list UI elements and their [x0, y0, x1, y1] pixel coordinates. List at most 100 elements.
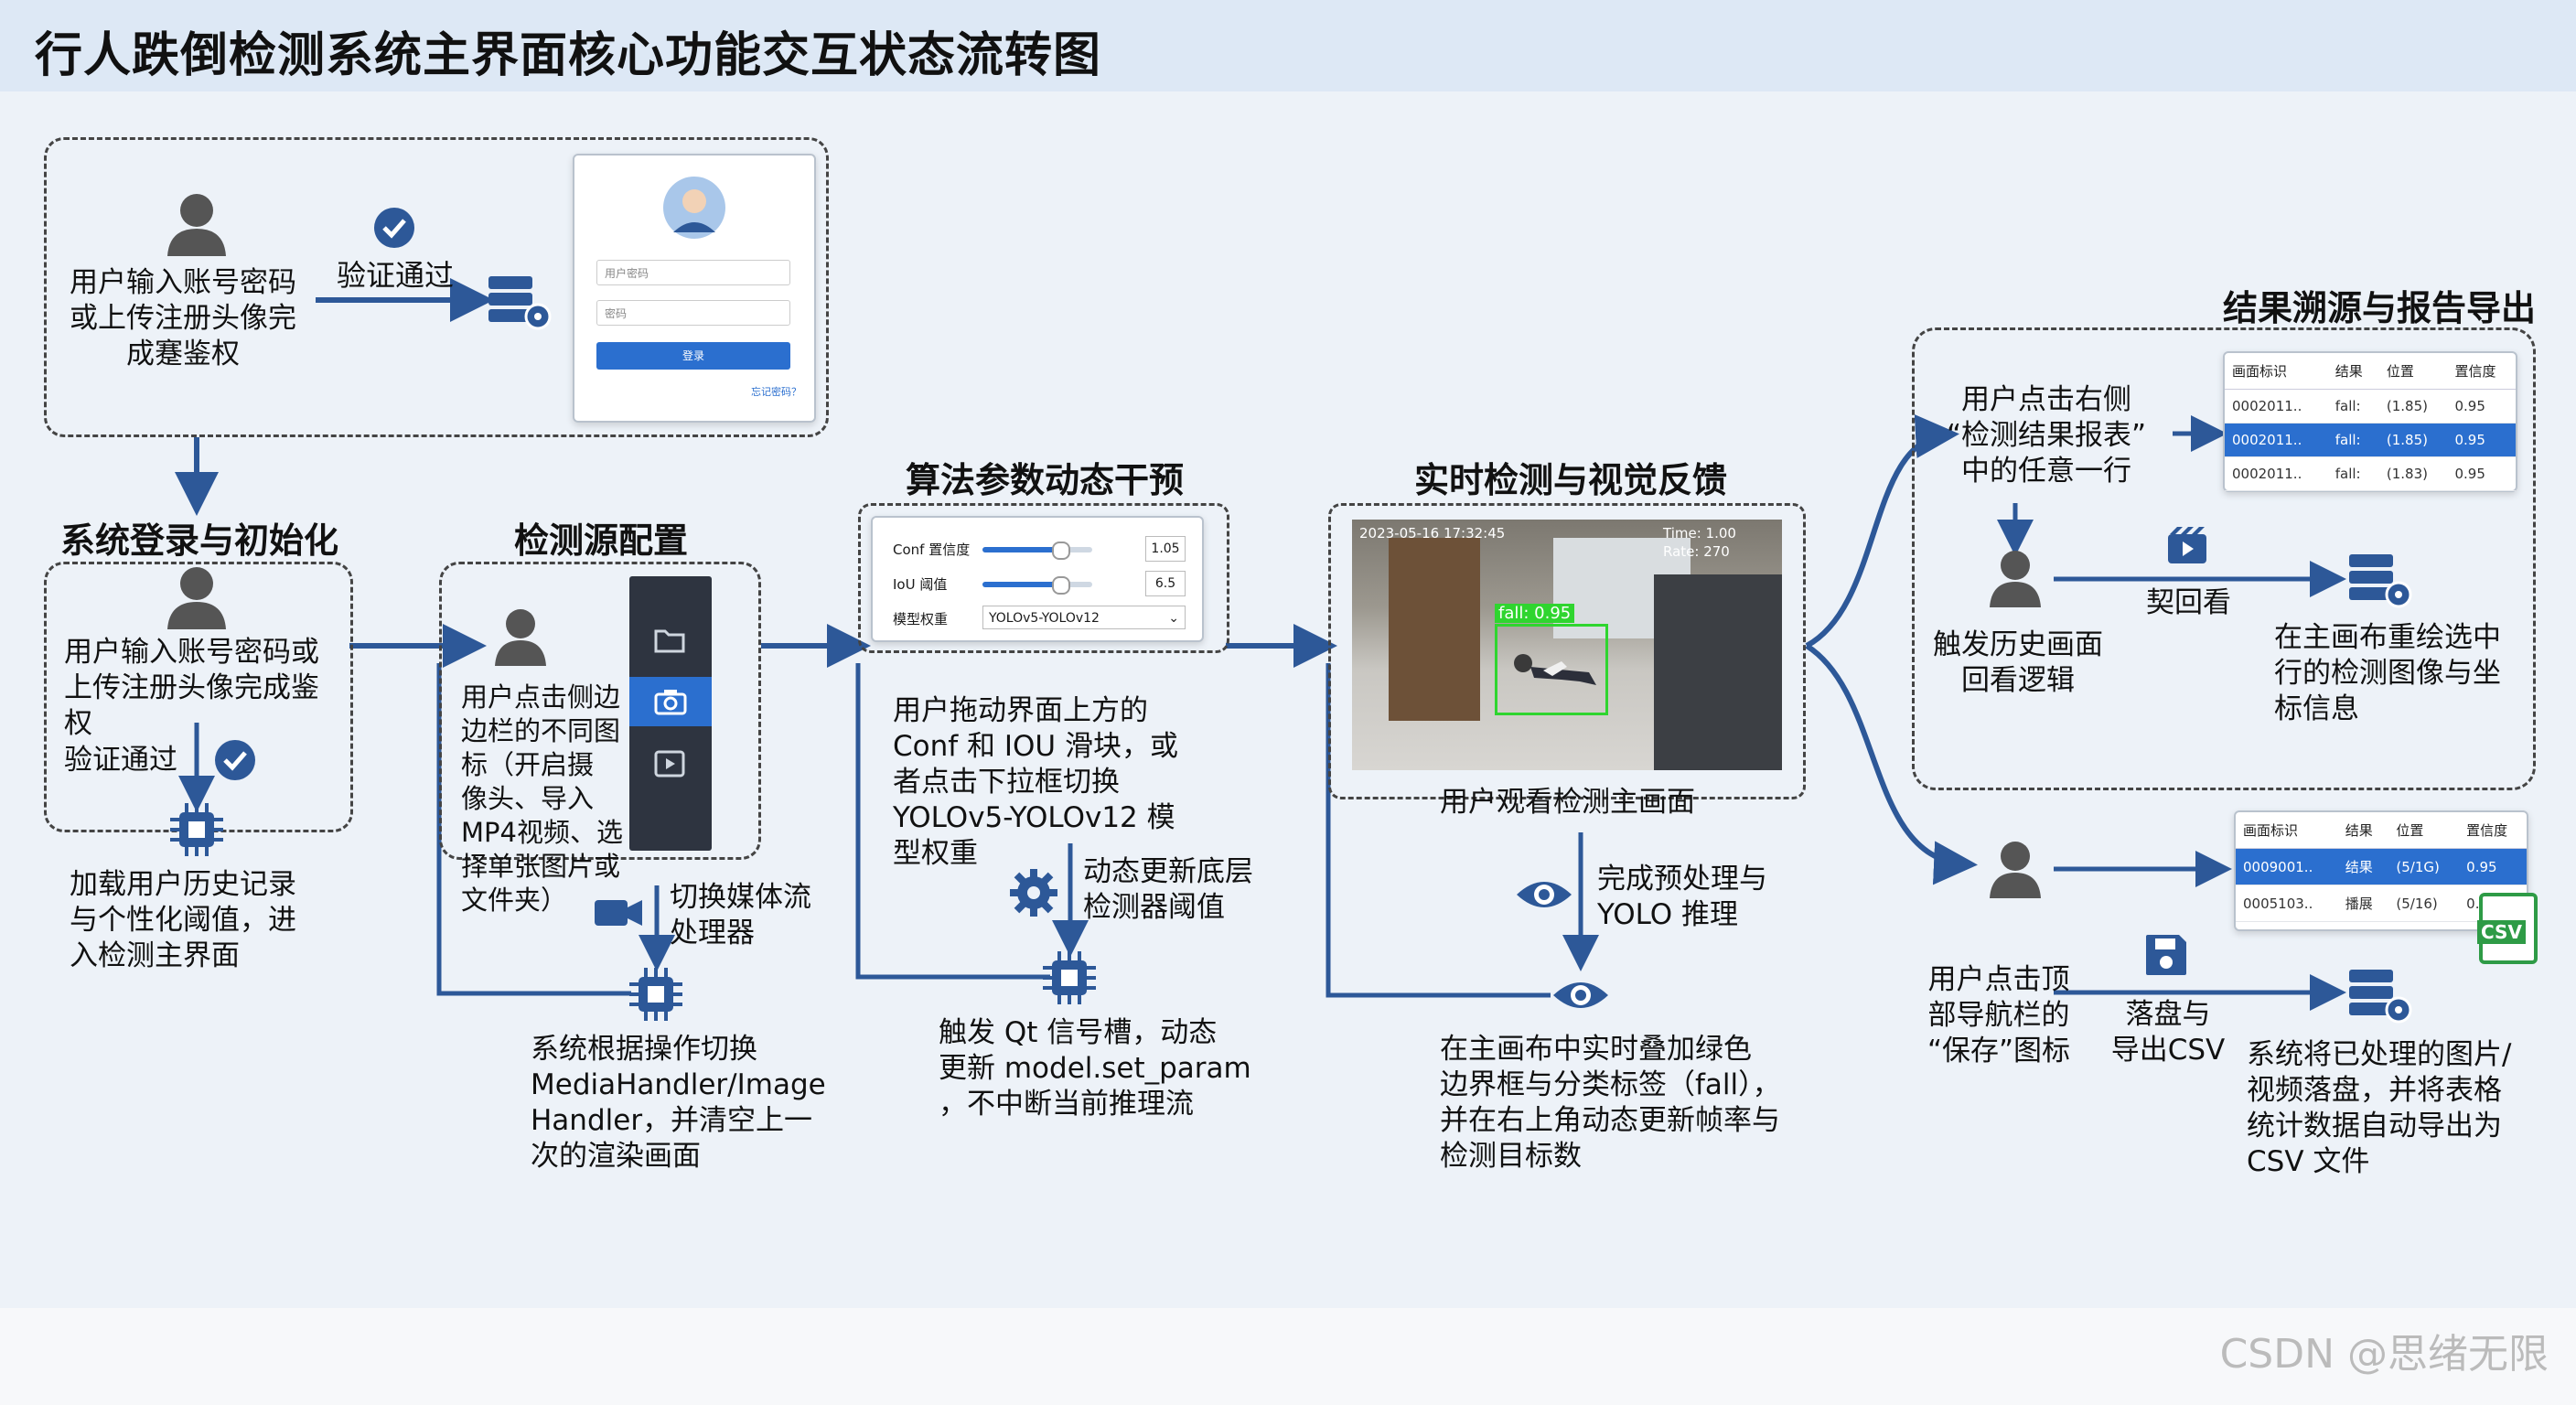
login-button[interactable]: 登录	[596, 342, 790, 370]
username-field[interactable]: 用户密码	[596, 260, 790, 285]
source-text: 用户点击侧边 边栏的不同图 标（开启摄 像头、导入 MP4视频、选 择单张图片或…	[461, 681, 623, 916]
realtime-group	[1328, 503, 1806, 799]
export-header-id: 画面标识	[2236, 812, 2338, 849]
table-cell: fall:	[2327, 456, 2379, 491]
csv-badge: CSV	[2477, 920, 2526, 944]
table-cell: (5/16)	[2388, 885, 2460, 922]
user-icon	[167, 194, 226, 256]
login-check-icon	[215, 740, 255, 780]
title-bar: 行人跌倒检测系统主界面核心功能交互状态流转图	[0, 0, 2576, 91]
cabinet	[1654, 574, 1782, 770]
export-header-result: 结果	[2337, 812, 2389, 849]
table-row-selected[interactable]: 0009001..结果(5/1G)0.95	[2236, 848, 2527, 885]
trace-text: 用户点击右侧 “检测结果报表” 中的任意一行	[1946, 383, 2147, 488]
trace-section-title: 结果溯源与报告导出	[2223, 288, 2537, 328]
watermark: CSDN @思绪无限	[2219, 1331, 2549, 1378]
page-title: 行人跌倒检测系统主界面核心功能交互状态流转图	[35, 28, 1102, 83]
realtime-caption: 用户观看检测主画面	[1440, 786, 1695, 819]
params-group	[858, 503, 1229, 653]
password-field[interactable]: 密码	[596, 300, 790, 326]
detection-box	[1495, 624, 1608, 715]
table-row[interactable]: 0002011..fall:(1.85)0.95	[2225, 389, 2516, 424]
export-table: 画面标识 结果 位置 置信度 0009001..结果(5/1G)0.95 000…	[2234, 810, 2528, 931]
save-label: 落盘与 导出CSV	[2110, 998, 2226, 1067]
table-cell: 0.95	[2447, 423, 2516, 457]
conf-value[interactable]: 1.05	[1145, 536, 1186, 562]
chevron-down-icon: ⌄	[1168, 611, 1179, 626]
table-row[interactable]: 0005103..播展(5/16)0.9	[2236, 885, 2527, 922]
detection-label: fall: 0.95	[1495, 604, 1575, 623]
overlay-time: Time: 1.00	[1663, 525, 1736, 542]
iou-label: IoU 阈值	[893, 576, 948, 593]
realtime-result-text: 在主画布中实时叠加绿色 边界框与分类标签（fall）， 并在右上角动态更新帧率与…	[1440, 1033, 1781, 1173]
table-cell: 播展	[2337, 885, 2389, 922]
source-chip-icon	[629, 968, 682, 1021]
table-row-selected[interactable]: 0002011..fall:(1.85)0.95	[2225, 423, 2516, 457]
password-field-placeholder: 密码	[605, 307, 628, 320]
auth-group	[44, 137, 829, 437]
conf-slider-handle[interactable]	[1052, 542, 1070, 560]
trace-user-icon	[1990, 551, 2041, 607]
auth-text: 用户输入账号密码 或上传注册头像完 成蹇鉴权	[70, 266, 296, 370]
trace-header-result: 结果	[2327, 353, 2379, 390]
trace-header-confidence: 置信度	[2447, 353, 2516, 390]
table-cell: (5/1G)	[2388, 848, 2460, 885]
model-label: 模型权重	[893, 611, 949, 627]
login-load-text: 加载用户历史记录 与个性化阈值，进 入检测主界面	[70, 868, 296, 972]
params-panel: Conf 置信度 1.05 IoU 阈值 6.5 模型权重 YOLOv5-YOL…	[871, 516, 1204, 642]
trace-server-icon	[2349, 554, 2412, 608]
camera-icon	[654, 690, 687, 715]
login-verify-label: 验证通过	[64, 744, 177, 777]
forgot-password-link[interactable]: 忘记密码？	[751, 386, 801, 398]
trace-table: 画面标识 结果 位置 置信度 0002011..fall:(1.85)0.95 …	[2223, 351, 2517, 492]
table-cell: 0002011..	[2225, 389, 2328, 424]
server-gear-icon	[488, 276, 552, 330]
conf-slider[interactable]	[982, 542, 1092, 560]
table-cell: 0009001..	[2236, 848, 2338, 885]
table-row[interactable]: 0002011..fall:(1.83)0.95	[2225, 456, 2516, 491]
page-body	[0, 91, 2576, 1308]
params-bracket	[855, 663, 1050, 980]
iou-slider-handle[interactable]	[1052, 576, 1070, 595]
realtime-process-label: 完成预处理与 YOLO 推理	[1597, 863, 1767, 931]
source-sidebar	[629, 576, 712, 851]
folder-icon[interactable]	[654, 627, 685, 653]
source-user-icon	[495, 609, 546, 666]
replay-icon	[2168, 527, 2206, 563]
trace-header-position: 位置	[2378, 353, 2448, 390]
camera-tab[interactable]	[629, 677, 712, 726]
export-header-position: 位置	[2388, 812, 2460, 849]
table-cell: 0.95	[2447, 389, 2516, 424]
table-cell: (1.85)	[2378, 423, 2448, 457]
table-cell: (1.83)	[2378, 456, 2448, 491]
trace-redraw-text: 在主画布重绘选中 行的检测图像与坐 标信息	[2274, 621, 2501, 725]
replay-label: 契回看	[2146, 586, 2231, 619]
export-table-header: 画面标识 结果 位置 置信度	[2236, 812, 2527, 849]
model-select-value: YOLOv5-YOLOv12	[989, 611, 1100, 626]
trace-trigger-text: 触发历史画面 回看逻辑	[1933, 628, 2103, 697]
save-icon	[2146, 935, 2186, 975]
export-result-table: 画面标识 结果 位置 置信度 0009001..结果(5/1G)0.95 000…	[2236, 812, 2527, 922]
table-cell: (1.85)	[2378, 389, 2448, 424]
iou-value[interactable]: 6.5	[1145, 571, 1186, 596]
realtime-section-title: 实时检测与视觉反馈	[1414, 460, 1728, 500]
trace-result-table: 画面标识 结果 位置 置信度 0002011..fall:(1.85)0.95 …	[2225, 353, 2516, 491]
table-cell: 0.95	[2447, 456, 2516, 491]
params-update-label: 动态更新底层 检测器阈值	[1083, 855, 1253, 924]
params-chip-icon	[1043, 951, 1096, 1004]
model-select[interactable]: YOLOv5-YOLOv12 ⌄	[982, 606, 1186, 629]
trace-header-id: 画面标识	[2225, 353, 2328, 390]
table-cell: 0002011..	[2225, 456, 2328, 491]
camera-frame: 2023-05-16 17:32:45 Time: 1.00 Rate: 270…	[1352, 520, 1782, 770]
username-field-placeholder: 用户密码	[605, 267, 649, 280]
login-text: 用户输入账号密码或 上传注册头像完成鉴 权	[64, 636, 319, 740]
login-user-icon	[167, 567, 226, 629]
video-icon[interactable]	[654, 750, 685, 778]
source-result-text: 系统根据操作切换 MediaHandler/Image Handler，并清空上…	[531, 1033, 826, 1173]
trace-table-header: 画面标识 结果 位置 置信度	[2225, 353, 2516, 390]
fallen-person	[1514, 654, 1596, 685]
door	[1389, 538, 1480, 721]
iou-slider[interactable]	[982, 576, 1092, 595]
table-cell: fall:	[2327, 423, 2379, 457]
overlay-timestamp: 2023-05-16 17:32:45	[1359, 525, 1506, 542]
